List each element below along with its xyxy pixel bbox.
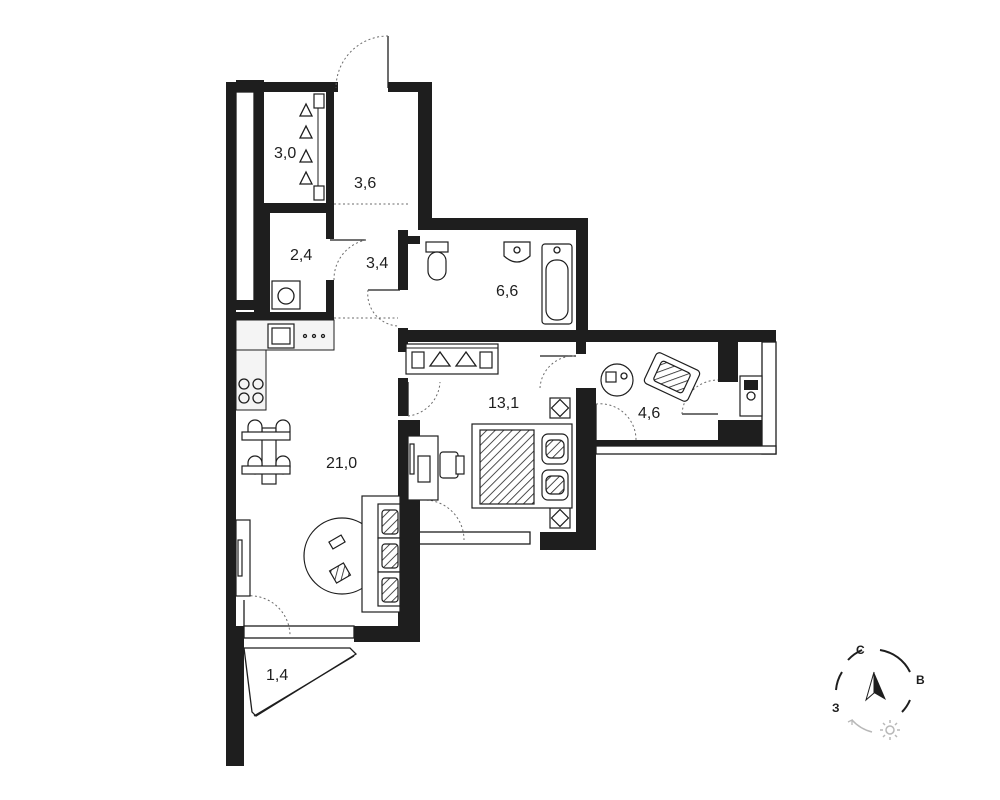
area-bathroom: 6,6 xyxy=(496,283,518,300)
area-bedroom: 13,1 xyxy=(488,395,519,412)
kitchen-furniture xyxy=(235,319,335,411)
compass: С В З xyxy=(832,643,925,740)
area-living-kitchen: 21,0 xyxy=(326,455,357,472)
right-balcony-furniture xyxy=(600,352,763,417)
compass-east: В xyxy=(916,673,925,687)
area-hallway: 3,6 xyxy=(354,175,376,192)
wardrobe-hangers xyxy=(298,93,325,201)
interior-walls xyxy=(235,82,596,416)
north-arrow-icon xyxy=(865,671,886,702)
left-balcony xyxy=(226,647,358,766)
area-laundry: 2,4 xyxy=(290,247,312,264)
area-wardrobe: 3,0 xyxy=(274,145,296,162)
living-furniture xyxy=(235,495,401,613)
washing-machine xyxy=(271,280,301,310)
bedroom-furniture xyxy=(405,343,573,529)
compass-north: С xyxy=(856,643,865,657)
area-balcony-right: 4,6 xyxy=(638,405,660,422)
area-balcony-left: 1,4 xyxy=(266,667,288,684)
door-swings xyxy=(243,35,719,637)
exterior-walls xyxy=(226,80,777,750)
sun-icon xyxy=(880,720,900,740)
area-corridor: 3,4 xyxy=(366,255,388,272)
room-labels: 3,0 3,6 2,4 3,4 6,6 21,0 13,1 4,6 1,4 xyxy=(266,145,660,684)
dining-table xyxy=(241,419,291,485)
bathroom-fixtures xyxy=(425,241,573,325)
compass-west: З xyxy=(832,701,840,715)
